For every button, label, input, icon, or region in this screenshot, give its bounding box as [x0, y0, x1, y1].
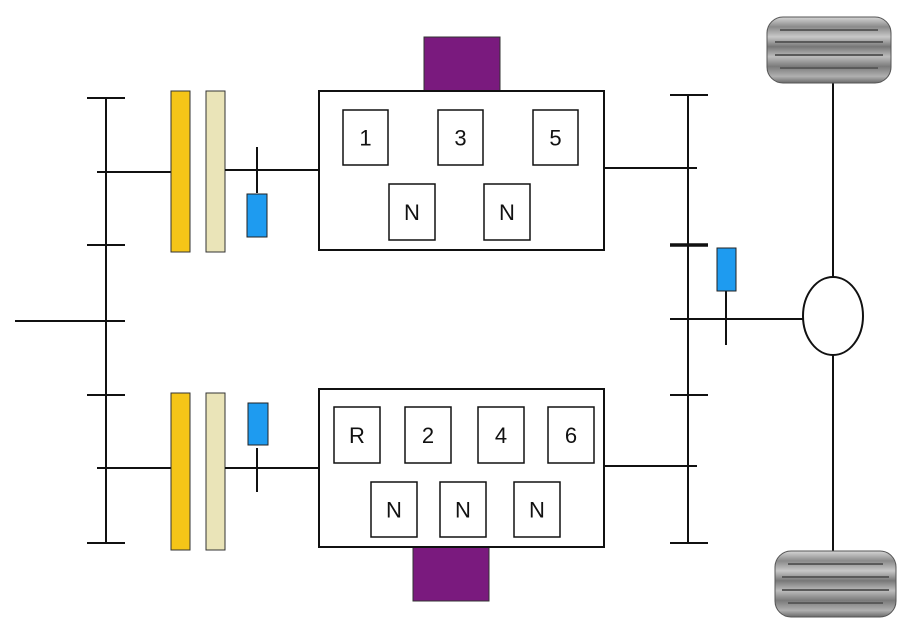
gear-label: 5 [549, 126, 561, 151]
gear-box-frame [513, 481, 561, 538]
gear-label: N [529, 498, 545, 523]
gear-box: 1 [342, 109, 389, 166]
gear-label: N [455, 498, 471, 523]
gear-box: 6 [547, 406, 595, 464]
gear-label: 2 [422, 423, 434, 448]
gear-box-frame [532, 109, 579, 166]
gear-box: R [333, 406, 381, 464]
upper-clutch [170, 90, 226, 253]
gear-box: N [388, 183, 436, 241]
differential-icon [802, 276, 864, 356]
upper-gearbox: 1 3 5 N N [318, 90, 605, 251]
clutch-plate-icon [205, 392, 226, 551]
clutch-plate-icon [170, 90, 191, 253]
electric-machine-icon [423, 36, 501, 92]
gear-box-frame [437, 109, 484, 166]
gear-box-frame [404, 406, 452, 464]
gear-label: N [404, 200, 420, 225]
gear-box-frame [333, 406, 381, 464]
wheel-icon [766, 16, 892, 84]
wheel-icon [774, 550, 897, 618]
gear-label: N [386, 498, 402, 523]
synchronizer-icon [716, 247, 737, 292]
gear-label: 3 [454, 126, 466, 151]
gear-label: 4 [495, 423, 507, 448]
gear-box-frame [483, 183, 531, 241]
gear-box: N [513, 481, 561, 538]
gear-box-frame [370, 481, 418, 538]
input-shaft-assembly [15, 97, 172, 544]
gear-box: N [439, 481, 487, 538]
gear-label: R [349, 423, 365, 448]
gear-box-frame [439, 481, 487, 538]
synchronizer-icon [247, 402, 269, 446]
gear-label: 6 [565, 423, 577, 448]
gear-box: 2 [404, 406, 452, 464]
gear-box: 3 [437, 109, 484, 166]
synchronizer-icon [246, 193, 268, 238]
gear-box-frame [388, 183, 436, 241]
clutch-plate-icon [170, 392, 191, 551]
gear-box: N [483, 183, 531, 241]
gear-box-frame [477, 406, 525, 464]
electric-machine-icon [412, 545, 490, 602]
gear-label: N [499, 200, 515, 225]
gear-box: N [370, 481, 418, 538]
lower-gearbox: R 2 4 6 N N N [318, 388, 605, 548]
clutch-plate-icon [205, 90, 226, 253]
gear-box: 4 [477, 406, 525, 464]
gear-box-frame [547, 406, 595, 464]
gear-label: 1 [359, 126, 371, 151]
gear-box-frame [342, 109, 389, 166]
gear-box: 5 [532, 109, 579, 166]
lower-clutch [170, 392, 226, 551]
